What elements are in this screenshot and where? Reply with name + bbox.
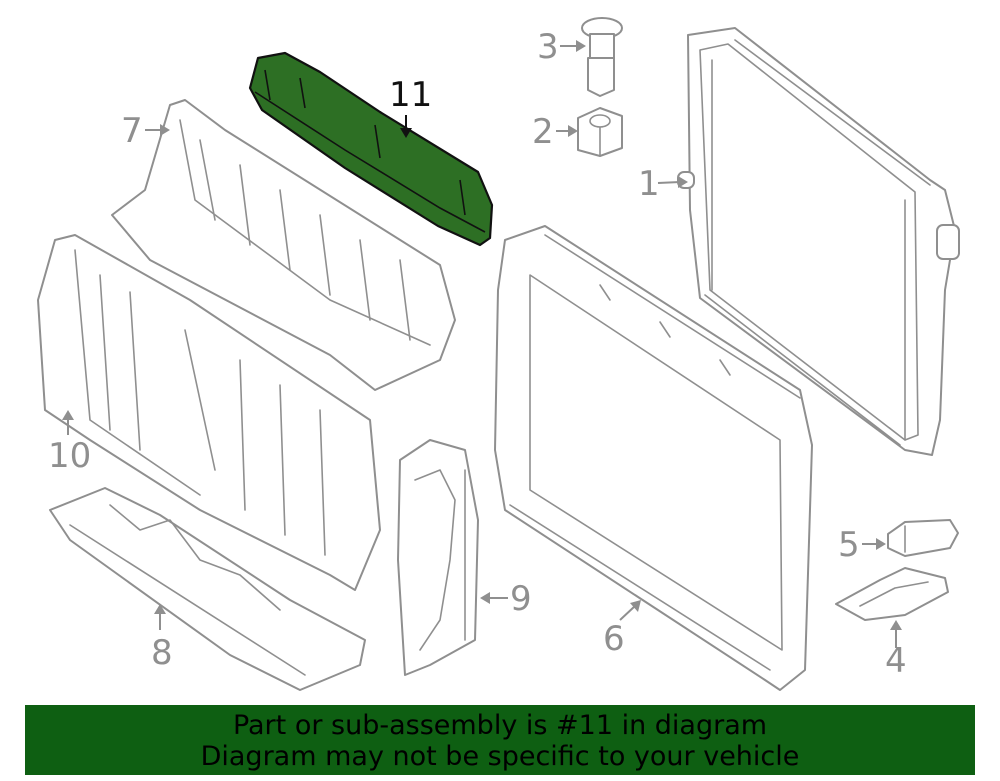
callout-6: 6 [603,619,625,659]
callout-1: 1 [638,164,660,204]
part-side-air-guide [397,439,479,676]
callout-2: 2 [532,112,554,152]
callout-9: 9 [510,579,532,619]
callout-7: 7 [121,111,143,151]
part-lower-deflector [49,487,366,691]
part-11-highlighted [248,51,494,247]
info-banner: Part or sub-assembly is #11 in diagram D… [25,705,975,775]
banner-line-2: Diagram may not be specific to your vehi… [200,741,800,772]
parts-diagram: 1 2 3 4 5 6 7 8 9 10 11 [37,17,960,691]
part-bracket-upper [887,519,959,557]
part-bracket-lower [835,567,949,621]
leader-lines [62,40,902,648]
callout-8: 8 [151,633,173,673]
part-lower-air-duct [37,234,381,591]
callout-5: 5 [838,525,860,565]
part-upper-air-duct [111,99,456,391]
part-nut [577,107,623,157]
parts-diagram-svg: 1 2 3 4 5 6 7 8 9 10 11 [37,17,960,691]
callout-3: 3 [537,27,559,67]
banner-line-1: Part or sub-assembly is #11 in diagram [232,710,768,741]
part-radiator [677,27,960,456]
callout-11: 11 [389,75,432,115]
callout-10: 10 [48,436,91,476]
part-support-frame [494,225,813,691]
part-push-clip [581,17,623,97]
callout-4: 4 [885,641,907,681]
